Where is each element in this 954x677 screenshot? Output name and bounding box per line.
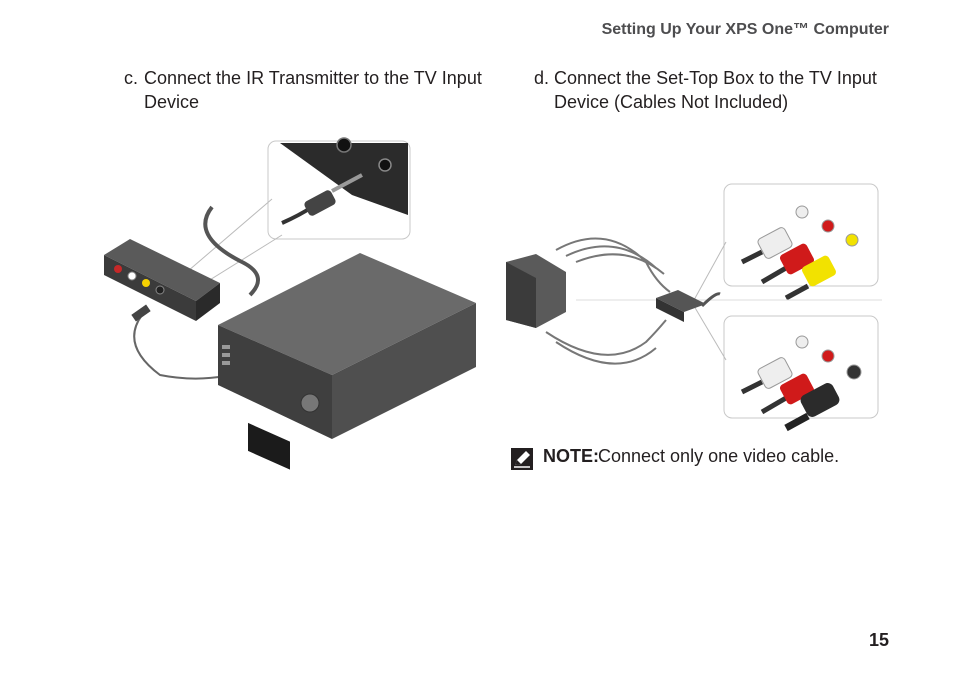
step-d-line2: Device (Cables Not Included) [554,92,789,112]
step-d-marker: d. [534,68,550,88]
note-text: Connect only one video cable. [598,446,840,466]
set-top-box-cables-illustration [506,183,882,432]
step-c-line1: Connect the IR Transmitter to the TV Inp… [144,68,482,88]
step-c: c. Connect the IR Transmitter to the TV … [124,66,484,116]
page-number: 15 [868,630,889,650]
note-label: NOTE: [543,446,599,466]
note: NOTE: Connect only one video cable. [511,446,871,472]
ir-transmitter-illustration [104,137,476,470]
step-c-text: Connect the IR Transmitter to the TV Inp… [144,66,482,114]
step-d-line1: Connect the Set-Top Box to the TV Input [554,68,877,88]
running-header: Setting Up Your XPS One™ Computer [601,21,889,38]
step-d: d. Connect the Set-Top Box to the TV Inp… [534,66,884,116]
step-d-text: Connect the Set-Top Box to the TV Input … [554,66,877,114]
step-c-line2: Device [144,92,200,112]
pencil-note-icon [511,448,533,470]
step-c-marker: c. [124,68,139,88]
